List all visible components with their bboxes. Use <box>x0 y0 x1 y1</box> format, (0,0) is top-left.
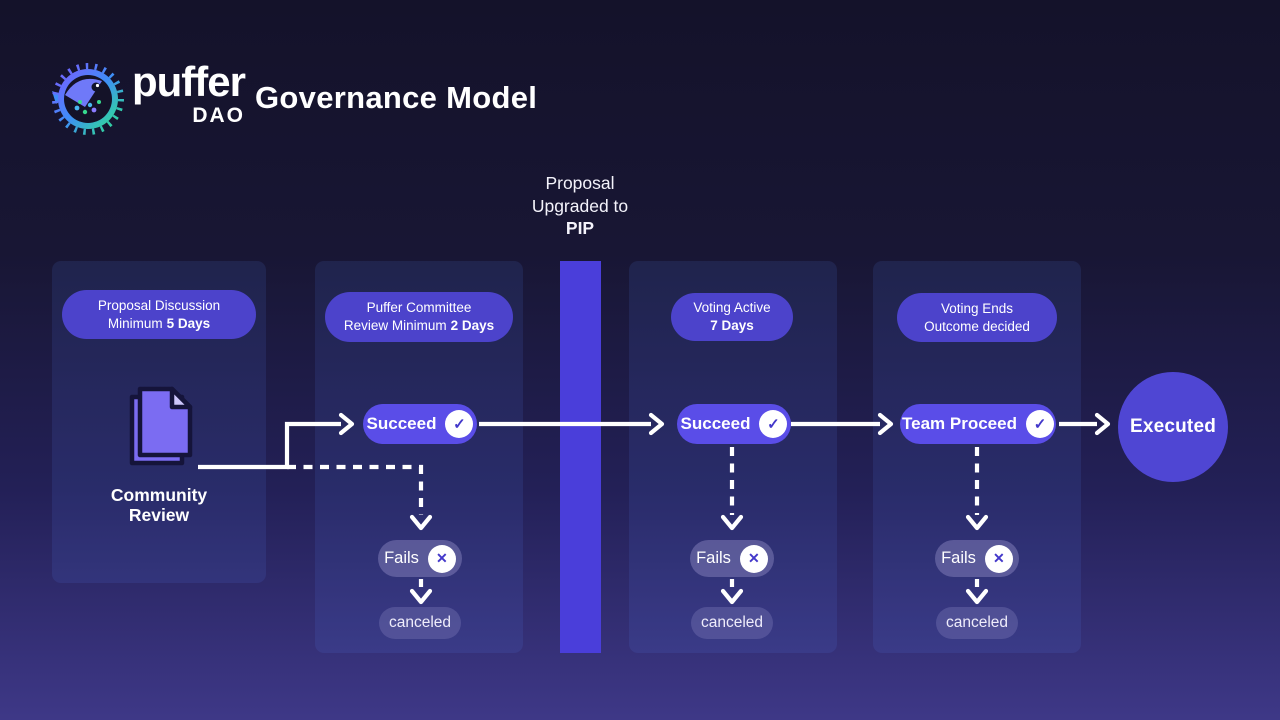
fails-pill-voting: Fails ✕ <box>690 540 774 577</box>
puffer-fish-icon <box>48 60 126 143</box>
x-icon: ✕ <box>427 544 456 573</box>
pip-upgrade-bar <box>560 261 601 653</box>
canceled-pill-voting: canceled <box>691 607 773 639</box>
badge-voting-ends: Voting Ends Outcome decided <box>897 293 1057 342</box>
stage-panel-community-review: Proposal Discussion Minimum 5 Days Commu… <box>52 261 266 583</box>
canceled-pill-outcome: canceled <box>936 607 1018 639</box>
fails-pill-committee: Fails ✕ <box>378 540 462 577</box>
badge-proposal-discussion: Proposal Discussion Minimum 5 Days <box>62 290 256 339</box>
x-icon: ✕ <box>739 544 768 573</box>
fails-pill-outcome: Fails ✕ <box>935 540 1019 577</box>
team-proceed-pill: Team Proceed ✓ <box>900 404 1056 444</box>
page-title: Governance Model <box>255 80 538 115</box>
brand-logo: puffer DAO <box>48 58 246 143</box>
brand-name: puffer <box>132 58 246 105</box>
executed-circle: Executed <box>1118 372 1228 482</box>
stage-panel-voting-active: Voting Active 7 Days Succeed ✓ Fails ✕ c… <box>629 261 837 653</box>
check-icon: ✓ <box>759 410 788 438</box>
community-review-label: Community Review <box>110 485 208 525</box>
canceled-pill-committee: canceled <box>379 607 461 639</box>
check-icon: ✓ <box>445 410 474 438</box>
succeed-pill-voting: Succeed ✓ <box>677 404 791 444</box>
stage-panel-voting-ends: Voting Ends Outcome decided Team Proceed… <box>873 261 1081 653</box>
brand-sub: DAO <box>192 104 245 127</box>
badge-committee-review: Puffer Committee Review Minimum 2 Days <box>325 292 513 342</box>
document-icon <box>126 385 196 472</box>
stage-panel-committee-review: Puffer Committee Review Minimum 2 Days S… <box>315 261 523 653</box>
pip-upgrade-label: Proposal Upgraded to PIP <box>531 173 629 238</box>
succeed-pill-committee: Succeed ✓ <box>363 404 477 444</box>
check-icon: ✓ <box>1025 410 1054 438</box>
x-icon: ✕ <box>984 544 1013 573</box>
badge-voting-active: Voting Active 7 Days <box>671 293 793 341</box>
arrowhead-right-4 <box>1094 412 1111 436</box>
